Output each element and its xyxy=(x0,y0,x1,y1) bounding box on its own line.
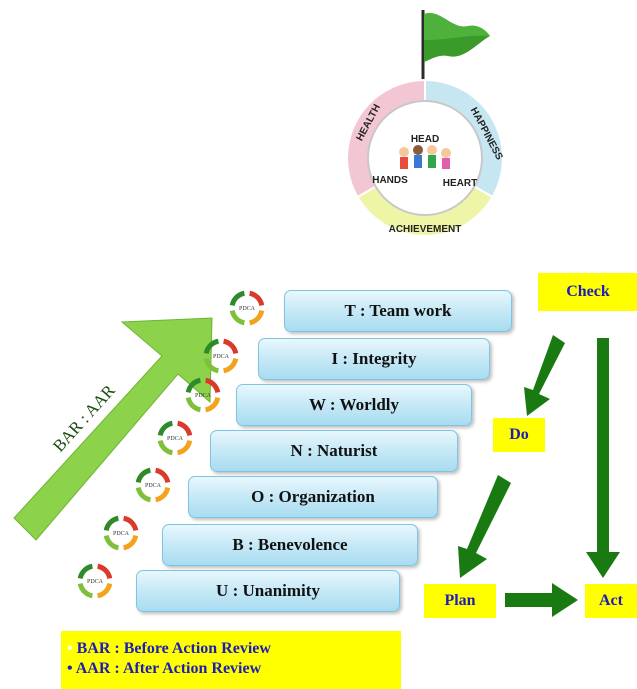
legend-box: • BAR : Before Action Review • AAR : Aft… xyxy=(61,631,401,689)
arrow-check-to-act xyxy=(586,338,620,578)
pdca-label: PDCA xyxy=(167,436,184,442)
step-label: N : Naturist xyxy=(290,441,378,460)
pdca-label: PDCA xyxy=(145,483,162,489)
pdca-cycle-icon: PDCA xyxy=(157,420,193,456)
step-label: U : Unanimity xyxy=(216,581,320,600)
pdca-label: PDCA xyxy=(113,531,130,537)
legend-item-aar: • AAR : After Action Review xyxy=(67,660,262,677)
label-act: Act xyxy=(585,584,637,618)
label-plan: Plan xyxy=(424,584,496,618)
pdca-cycle-icon: PDCA xyxy=(229,290,265,326)
arrow-plan-to-act xyxy=(505,583,578,617)
pdca-cycle-icon: PDCA xyxy=(103,515,139,551)
step-team-work: T : Team work xyxy=(284,290,512,332)
label-do: Do xyxy=(493,418,545,452)
legend-item-bar: • BAR : Before Action Review xyxy=(67,640,271,657)
pdca-cycle-icon: PDCA xyxy=(185,377,221,413)
step-label: I : Integrity xyxy=(331,349,417,368)
arrow-check-to-do xyxy=(524,335,565,416)
step-label: T : Team work xyxy=(344,301,452,320)
step-benevolence: B : Benevolence xyxy=(162,524,418,566)
pdca-label: PDCA xyxy=(213,354,230,360)
pdca-cycle-icon: PDCA xyxy=(77,563,113,599)
pdca-label: PDCA xyxy=(239,306,256,312)
step-naturist: N : Naturist xyxy=(210,430,458,472)
pdca-label: PDCA xyxy=(87,579,104,585)
step-label: O : Organization xyxy=(251,487,375,506)
step-label: W : Worldly xyxy=(308,395,400,414)
step-unanimity: U : Unanimity xyxy=(136,570,400,612)
pdca-label: PDCA xyxy=(195,393,212,399)
step-organization: O : Organization xyxy=(188,476,438,518)
arrow-do-to-plan xyxy=(458,475,511,578)
wheel-inner-head: HEAD xyxy=(411,134,439,145)
wheel-inner-heart: HEART xyxy=(443,178,477,189)
label-check: Check xyxy=(538,273,637,311)
pdca-cycle-icon: PDCA xyxy=(135,467,171,503)
step-label: B : Benevolence xyxy=(232,535,348,554)
flag-icon xyxy=(421,10,490,92)
wheel-segment-achievement: ACHIEVEMENT xyxy=(389,224,462,235)
pdca-cycle-icon: PDCA xyxy=(203,338,239,374)
step-integrity: I : Integrity xyxy=(258,338,490,380)
wheel-inner-hands: HANDS xyxy=(372,175,408,186)
children-illustration xyxy=(399,145,451,169)
step-worldly: W : Worldly xyxy=(236,384,472,426)
